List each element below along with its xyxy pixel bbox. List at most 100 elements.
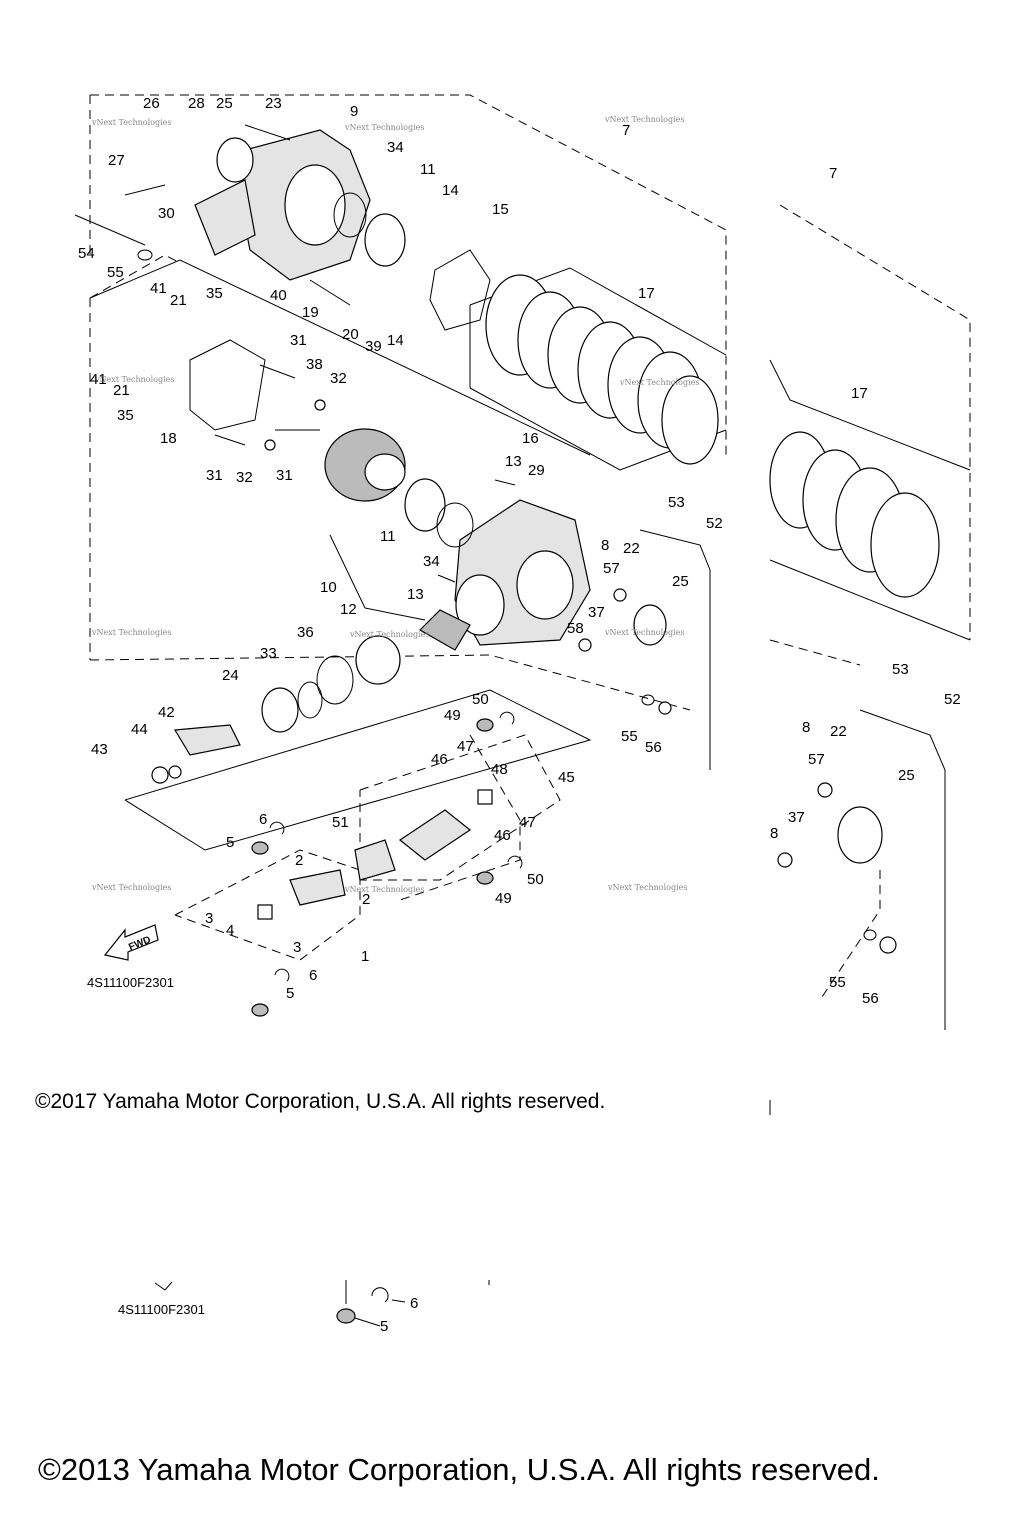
watermark: vNext Technologies [344, 885, 424, 894]
part-label-p35a: 35 [206, 285, 223, 302]
part-label-p55c: 55 [829, 974, 846, 991]
part-label-p37a: 37 [588, 604, 605, 621]
part-label-p14b: 14 [387, 332, 404, 349]
part-label-p21a: 21 [170, 292, 187, 309]
watermark: vNext Technologies [344, 123, 424, 132]
part-label-p45: 45 [558, 769, 575, 786]
part-label-p13a: 13 [505, 453, 522, 470]
part-label-p31b: 31 [206, 467, 223, 484]
copyright-2013: ©2013 Yamaha Motor Corporation, U.S.A. A… [38, 1452, 880, 1487]
part-label-p1: 1 [361, 948, 369, 965]
watermark: vNext Technologies [349, 630, 429, 639]
part-label-p52b: 52 [944, 691, 961, 708]
part-label-p46b: 46 [494, 827, 511, 844]
gaskets [189, 249, 491, 431]
part-label-p55a: 55 [107, 264, 124, 281]
part-label-p34a: 34 [387, 139, 404, 156]
part-label-p3b: 3 [293, 939, 301, 956]
part-label-p50a: 50 [472, 691, 489, 708]
part-label-p17a: 17 [638, 285, 655, 302]
part-label-p38: 38 [306, 356, 323, 373]
part-label-p32a: 32 [330, 370, 347, 387]
part-label-p8b: 8 [802, 719, 810, 736]
watermark: vNext Technologies [604, 628, 684, 637]
watermark: vNext Technologies [91, 118, 171, 127]
part-label-p55b: 55 [621, 728, 638, 745]
gear-case-lower [454, 499, 591, 646]
part-label-p31c: 31 [276, 467, 293, 484]
part-label-p3a: 3 [205, 910, 213, 927]
part-label-p9: 9 [350, 103, 358, 120]
part-label-p54: 54 [78, 245, 95, 262]
part-label-p57b: 57 [808, 751, 825, 768]
part-label-p12: 12 [340, 601, 357, 618]
part-label-p41b: 41 [90, 371, 107, 388]
breather-hose [639, 529, 946, 1030]
part-label-p58: 58 [567, 620, 584, 637]
part-label-p49a: 49 [444, 707, 461, 724]
solid-frames [89, 259, 971, 1115]
bolts-and-pins [74, 124, 897, 954]
part-label-p2b: 2 [362, 891, 370, 908]
part-label-p18: 18 [160, 430, 177, 447]
part-label-p49b: 49 [495, 890, 512, 907]
part-label-p21b: 21 [113, 382, 130, 399]
part-label-p34b: 34 [423, 553, 440, 570]
part-label-p17b: 17 [851, 385, 868, 402]
watermarks: vNext Technologies vNext Technologies vN… [91, 115, 699, 894]
part-label-p56a: 56 [645, 739, 662, 756]
part-label-p6a: 6 [259, 811, 267, 828]
watermark: vNext Technologies [91, 883, 171, 892]
part-label-p7b: 7 [829, 165, 837, 182]
part-label-p4: 4 [226, 922, 234, 939]
part-label-p22b: 22 [830, 723, 847, 740]
pinion-gear [355, 609, 471, 685]
part-code-lower: 4S11100F2301 [118, 1302, 205, 1317]
part-label-p5c: 5 [380, 1318, 388, 1335]
part-label-p15: 15 [492, 201, 509, 218]
ring-gear [324, 428, 406, 502]
part-label-p48: 48 [491, 761, 508, 778]
part-label-p11b: 11 [380, 528, 396, 545]
watermark: vNext Technologies [94, 375, 174, 384]
part-label-p11a: 11 [420, 161, 436, 178]
part-label-p25a: 25 [216, 95, 233, 112]
part-label-p7a: 7 [622, 122, 630, 139]
part-label-p41a: 41 [150, 280, 167, 297]
part-label-p8a: 8 [601, 537, 609, 554]
part-label-p31a: 31 [290, 332, 307, 349]
part-label-p6c: 6 [410, 1295, 418, 1312]
o-rings [297, 192, 474, 719]
part-label-p52a: 52 [706, 515, 723, 532]
oil-seals [216, 137, 883, 864]
part-label-p42: 42 [158, 704, 175, 721]
part-label-p25b: 25 [672, 573, 689, 590]
part-label-p39: 39 [365, 338, 382, 355]
part-label-p32b: 32 [236, 469, 253, 486]
part-label-p47b: 47 [519, 814, 536, 831]
watermark: vNext Technologies [619, 378, 699, 387]
gear-case-upper [194, 129, 371, 281]
part-label-p27: 27 [108, 152, 125, 169]
drive-shaft-universal [151, 724, 493, 920]
part-code-main: 4S11100F2301 [87, 975, 174, 990]
part-label-p2a: 2 [295, 852, 303, 869]
assembly-outlines [89, 94, 971, 1001]
watermark: vNext Technologies [91, 628, 171, 637]
part-label-p51: 51 [332, 814, 349, 831]
part-label-p46a: 46 [431, 751, 448, 768]
part-label-p35b: 35 [117, 407, 134, 424]
part-label-p22a: 22 [623, 540, 640, 557]
part-label-p53b: 53 [892, 661, 909, 678]
part-label-p26: 26 [143, 95, 160, 112]
part-label-p47a: 47 [457, 738, 474, 755]
part-label-p25c: 25 [898, 767, 915, 784]
part-label-p19: 19 [302, 304, 319, 321]
part-label-p28: 28 [188, 95, 205, 112]
part-label-p8c: 8 [770, 825, 778, 842]
part-label-p23: 23 [265, 95, 282, 112]
part-label-p33: 33 [260, 645, 277, 662]
part-label-p29: 29 [528, 462, 545, 479]
